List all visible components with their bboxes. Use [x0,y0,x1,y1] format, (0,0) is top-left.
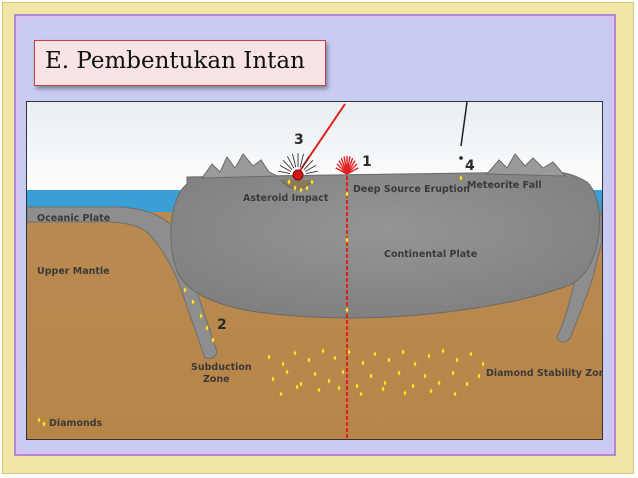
diamond-zone [271,375,275,383]
impact-ray [282,159,293,170]
label-asteroid-impact: Asteroid Impact [243,193,329,204]
diamond-zone [465,380,469,388]
impact-rays [278,153,318,175]
diamond-impact [310,178,314,186]
diamond-markers [37,174,485,428]
continental-plate [170,171,600,319]
asteroid [292,169,304,181]
diamond-subduction [199,312,203,320]
diamond-zone [347,348,351,356]
diamond-zone [313,370,317,378]
diamond-zone [327,377,331,385]
impact-ray [287,156,295,169]
diamond-zone [307,356,311,364]
impact-ray [304,164,317,172]
diamond-impact [299,186,303,194]
diamond-zone [429,387,433,395]
diamond-zone [321,347,325,355]
diamond-zone [295,383,299,391]
diamond-zone [281,360,285,368]
marker-3: 3 [294,132,304,148]
legend-diamond-icon [37,416,41,424]
mountains-left [201,153,278,179]
diamond-subduction [183,286,187,294]
impact-ray [301,156,309,169]
diamond-formation-diagram: Oceanic Plate Upper Mantle Continental P… [26,101,603,440]
diamond-zone [279,390,283,398]
diamond-zone [455,356,459,364]
diamond-zone [355,382,359,390]
diamond-zone [481,360,485,368]
diamond-zone [267,353,271,361]
title-box: E. Pembentukan Intan [34,40,326,86]
eruption-burst [335,156,359,175]
impact-ray [292,153,297,168]
meteorite-trail [460,102,468,147]
label-continental-plate: Continental Plate [384,249,477,260]
diamond-zone [373,350,377,358]
diamond-zone [397,369,401,377]
legend-diamond-icon [42,420,46,428]
diamond-zone [299,380,303,388]
legend-diamonds-label: Diamonds [49,418,103,429]
impact-ray [279,164,292,172]
diamond-zone [413,360,417,368]
marker-2: 2 [217,317,227,333]
diamond-subduction [191,298,195,306]
diagram-svg: Oceanic Plate Upper Mantle Continental P… [27,102,602,439]
diamond-pipe [345,190,349,198]
diamond-subduction [211,336,215,344]
diamond-pipe [345,306,349,314]
diamond-zone [477,372,481,380]
label-oceanic-plate: Oceanic Plate [37,213,110,224]
diamond-zone [381,385,385,393]
diamond-meteorite [459,174,463,182]
diamond-pipe [345,236,349,244]
slide-title: E. Pembentukan Intan [45,48,305,74]
diamond-zone [441,347,445,355]
mountains-right [485,153,567,177]
diamond-zone [423,372,427,380]
label-upper-mantle: Upper Mantle [37,266,110,277]
label-subduction-2: Zone [203,374,230,385]
impact-ray [303,159,314,170]
label-deep-source-eruption: Deep Source Eruption [353,184,470,195]
impact-ray [299,153,304,168]
diamond-zone [453,390,457,398]
diamond-zone [387,356,391,364]
marker-1: 1 [362,154,372,170]
diamond-zone [369,372,373,380]
diamond-impact [305,184,309,192]
diamond-impact [293,184,297,192]
diamond-zone [361,359,365,367]
diamond-zone [411,382,415,390]
diamond-zone [403,389,407,397]
diamond-zone [317,386,321,394]
diamond-zone [285,368,289,376]
diamond-zone [427,352,431,360]
eruption-burst-ray [346,167,359,175]
diamond-zone [333,354,337,362]
impact-ray [278,170,291,175]
diamond-zone [451,369,455,377]
label-diamond-stability-zone: Diamond Stability Zone [486,368,602,379]
diamond-impact [287,178,291,186]
diamond-zone [359,390,363,398]
diamond-zone [337,384,341,392]
diamond-zone [469,350,473,358]
impact-ray [305,170,318,175]
diamond-zone [293,349,297,357]
label-meteorite-fall: Meteorite Fall [467,180,542,191]
diamond-zone [341,368,345,376]
diamond-zone [437,379,441,387]
diamond-subduction [205,324,209,332]
diamond-zone [383,379,387,387]
label-subduction-1: Subduction [191,362,252,373]
diamond-zone [401,348,405,356]
meteorite [459,156,463,160]
marker-4: 4 [465,158,475,174]
